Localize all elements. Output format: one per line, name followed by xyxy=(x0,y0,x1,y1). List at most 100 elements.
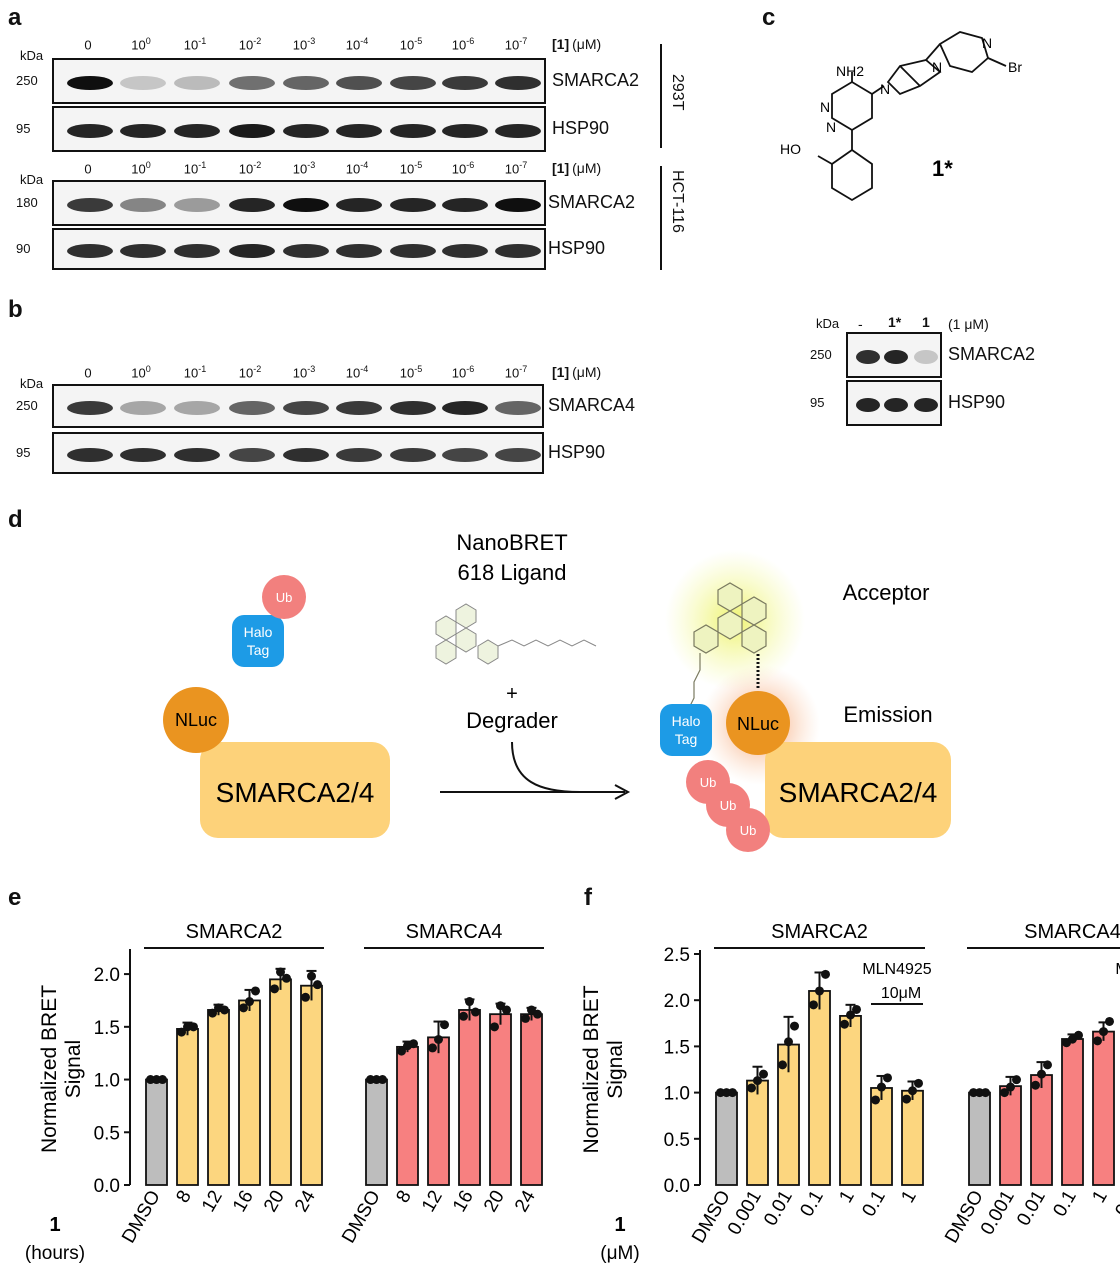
band xyxy=(174,244,220,258)
group-label: SMARCA4 xyxy=(1024,921,1120,943)
a1-compound: [1](μM) xyxy=(552,36,601,52)
band xyxy=(390,198,436,212)
protein-c1h: HSP90 xyxy=(948,392,1006,412)
atom-n-5: N xyxy=(982,35,992,51)
data-point xyxy=(276,967,285,977)
lane-base: 10 xyxy=(183,161,199,177)
x-tick-label: 8 xyxy=(392,1187,415,1207)
lane-exponent: 0 xyxy=(145,36,151,46)
y-tick-label: 0.0 xyxy=(94,1176,120,1197)
a1-lane-2: 10-1 xyxy=(170,36,220,52)
band xyxy=(914,350,938,364)
x-unit-compound: 1 xyxy=(614,1214,625,1236)
panel-c-lane-2: 1* xyxy=(888,314,902,330)
lane-exponent: -4 xyxy=(360,160,369,170)
x-tick-label: 0.1 xyxy=(1049,1187,1080,1220)
acceptor-label: Acceptor xyxy=(843,580,930,605)
band xyxy=(495,76,541,90)
a2-kda: kDa xyxy=(20,172,44,187)
bar xyxy=(715,1091,738,1186)
lane-base: 10 xyxy=(504,365,520,381)
blot-a1h xyxy=(52,106,546,152)
data-point xyxy=(1000,1088,1009,1098)
protein-b1h: HSP90 xyxy=(548,442,606,462)
ub-label-right-1: Ub xyxy=(700,775,717,790)
bar xyxy=(176,1028,199,1186)
band xyxy=(884,350,908,364)
data-point xyxy=(821,969,830,979)
a1-lane-5: 10-4 xyxy=(332,36,382,52)
data-point xyxy=(840,1019,849,1029)
target-box-left xyxy=(200,742,390,838)
panel-c-lane-1: - xyxy=(858,316,863,332)
band xyxy=(174,124,220,138)
blot-b1 xyxy=(52,384,544,428)
panel-label-b: b xyxy=(8,296,23,323)
ligand-icon xyxy=(435,603,597,665)
panel-label-a: a xyxy=(8,4,22,31)
blot-c1 xyxy=(846,332,942,378)
a1-lane-1: 100 xyxy=(116,36,166,52)
lane-base: 0 xyxy=(84,161,92,177)
lane-base: 10 xyxy=(292,365,308,381)
marker-a1: 250 xyxy=(16,73,38,88)
halo-label-right-2: Tag xyxy=(675,731,698,747)
x-tick-label: 1 xyxy=(897,1187,920,1207)
protein-b1: SMARCA4 xyxy=(548,395,636,415)
a2-compound: [1](μM) xyxy=(552,160,601,176)
band xyxy=(67,76,113,90)
x-tick-label: DMSO xyxy=(688,1187,735,1247)
data-point xyxy=(1006,1082,1015,1092)
data-point xyxy=(521,1013,530,1023)
bar xyxy=(427,1036,450,1186)
lane-base: 10 xyxy=(238,365,254,381)
lane-base: 10 xyxy=(345,365,361,381)
x-tick-label: 0.01 xyxy=(1013,1187,1050,1230)
y-tick-label: 1.0 xyxy=(664,1084,690,1105)
a2-lane-3: 10-2 xyxy=(225,160,275,176)
marker-c1: 250 xyxy=(810,347,832,362)
ligand-label-2: 618 Ligand xyxy=(458,560,567,585)
x-tick-label: 0.001 xyxy=(724,1187,766,1239)
lane-exponent: -3 xyxy=(307,36,316,46)
y-tick-label: 1.5 xyxy=(94,1018,120,1039)
lane-exponent: -4 xyxy=(360,36,369,46)
compound-structure-1star: NH2 N N N N N Br HO 1* xyxy=(780,31,1022,202)
panel-label-c: c xyxy=(762,4,776,31)
data-point xyxy=(914,1078,923,1088)
lane-base: 10 xyxy=(183,365,199,381)
bar xyxy=(746,1079,769,1186)
data-point xyxy=(790,1021,799,1031)
band xyxy=(120,198,166,212)
lane-exponent: -7 xyxy=(519,364,528,374)
data-point xyxy=(378,1075,387,1085)
band xyxy=(120,244,166,258)
ub-label-right-2: Ub xyxy=(720,798,737,813)
band xyxy=(442,401,488,415)
protein-a1h: HSP90 xyxy=(552,118,610,138)
y-tick-label: 1.5 xyxy=(664,1037,690,1058)
lane-exponent: -3 xyxy=(307,160,316,170)
band xyxy=(390,401,436,415)
halotag-left xyxy=(232,615,284,667)
group-label: SMARCA2 xyxy=(186,921,283,943)
data-point xyxy=(784,1037,793,1047)
band xyxy=(390,76,436,90)
band xyxy=(283,401,329,415)
data-point xyxy=(1099,1027,1108,1037)
band xyxy=(495,401,541,415)
lane-exponent: -1 xyxy=(198,160,207,170)
data-point xyxy=(877,1082,886,1092)
band xyxy=(174,76,220,90)
nluc-right xyxy=(726,691,790,755)
panel-c-conc: (1 μM) xyxy=(948,316,989,332)
lane-exponent: -4 xyxy=(360,364,369,374)
band xyxy=(495,448,541,462)
band xyxy=(336,124,382,138)
panel-label-e: e xyxy=(8,884,22,911)
atom-br: Br xyxy=(1008,59,1022,75)
data-point xyxy=(809,1000,818,1010)
b1-lane-6: 10-5 xyxy=(386,364,436,380)
ligand-bound-icon xyxy=(687,582,767,711)
lane-exponent: -5 xyxy=(414,160,423,170)
